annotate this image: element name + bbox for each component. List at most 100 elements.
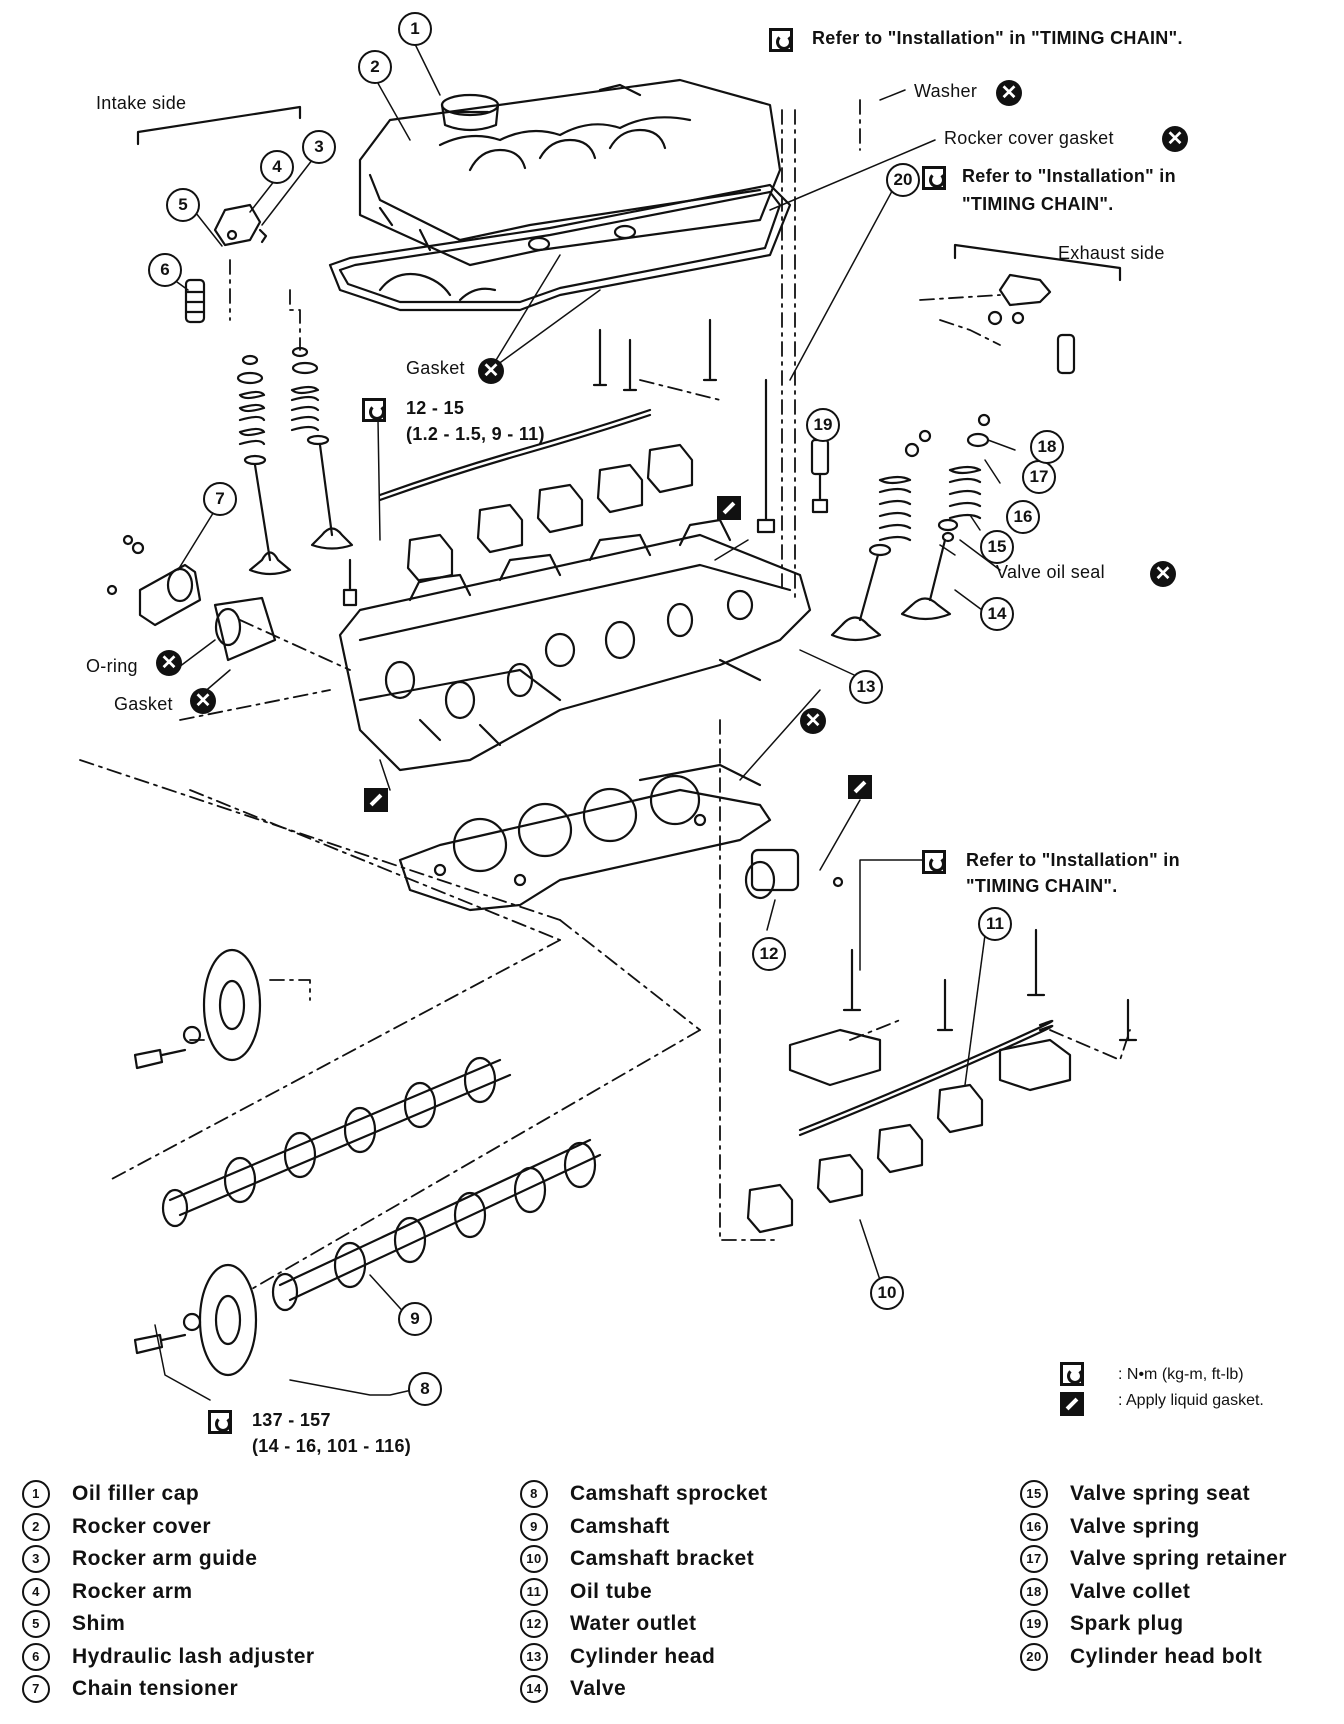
key-torque-unit: : N•m (kg-m, ft-lb) [1118, 1366, 1244, 1383]
legend-number: 3 [22, 1545, 50, 1574]
washer-label: Washer [914, 81, 978, 101]
camshaft-brackets-bottom [746, 1028, 1072, 1234]
legend-text: Shim [72, 1612, 126, 1635]
intake-rocker-arm [213, 203, 268, 247]
legend-item: 18 Valve collet [1020, 1576, 1287, 1609]
valve-oil-seal-label: Valve oil seal [996, 562, 1105, 582]
callout-12: 12 [752, 937, 786, 971]
key-liquid-gasket: : Apply liquid gasket. [1118, 1392, 1264, 1409]
legend-item: 20 Cylinder head bolt [1020, 1641, 1287, 1674]
tensioner-gasket [213, 596, 277, 662]
torque-icon-top [769, 28, 793, 52]
legend-text: Valve spring retainer [1070, 1547, 1288, 1570]
callout-4: 4 [260, 150, 294, 184]
legend-text: Valve spring seat [1070, 1482, 1251, 1505]
callout-11: 11 [978, 907, 1012, 941]
legend-number: 8 [520, 1480, 548, 1509]
legend-text: Rocker arm [72, 1579, 193, 1603]
intake-lash-adjuster [184, 278, 206, 324]
legend-number: 11 [520, 1577, 548, 1606]
legend-item: 3 Rocker arm guide [22, 1543, 315, 1576]
torque-12-15-line1: 12 - 15 [406, 398, 465, 418]
legend-text: Camshaft [570, 1514, 670, 1538]
callout-14: 14 [980, 597, 1014, 631]
valve-oil-seal-discard-icon: ✕ [1150, 561, 1176, 587]
head-gasket-discard-icon: ✕ [800, 708, 826, 734]
oil-tube-top [378, 408, 652, 497]
gasket-left-label: Gasket [114, 694, 173, 714]
legend-text: Cylinder head bolt [1070, 1644, 1263, 1668]
refer-20-line1: Refer to "Installation" in [962, 166, 1176, 186]
legend-item: 12 Water outlet [520, 1608, 768, 1641]
legend-text: Camshaft bracket [570, 1547, 755, 1570]
callout-6: 6 [148, 253, 182, 287]
legend-text: Valve collet [1070, 1579, 1191, 1603]
legend-text: Chain tensioner [72, 1677, 239, 1700]
callout-3: 3 [302, 130, 336, 164]
callout-13: 13 [849, 670, 883, 704]
legend-text: Camshaft sprocket [570, 1482, 768, 1505]
legend-number: 18 [1020, 1577, 1048, 1606]
cylinder-head-gasket [398, 763, 772, 912]
legend-text: Cylinder head [570, 1644, 716, 1668]
callout-15: 15 [980, 530, 1014, 564]
refer-20-line2: "TIMING CHAIN". [962, 194, 1114, 214]
intake-valve-train-1 [236, 354, 292, 576]
torque-icon-12-15 [362, 398, 386, 422]
legend-number: 14 [520, 1675, 548, 1704]
exhaust-side-label: Exhaust side [1058, 243, 1165, 263]
legend-item: 4 Rocker arm [22, 1576, 315, 1609]
legend-number: 19 [1020, 1610, 1048, 1639]
rocker-cover [358, 78, 782, 267]
legend-text: Rocker arm guide [72, 1547, 258, 1570]
exhaust-valve-train-2 [900, 413, 991, 621]
legend-text: Hydraulic lash adjuster [72, 1644, 315, 1668]
callout-10: 10 [870, 1276, 904, 1310]
legend-text: Valve [570, 1677, 627, 1700]
callout-16: 16 [1006, 500, 1040, 534]
legend-text: Water outlet [570, 1612, 697, 1635]
callout-17: 17 [1022, 460, 1056, 494]
spark-plug-left [342, 558, 358, 607]
spark-plug-19 [810, 438, 830, 514]
legend-text: Spark plug [1070, 1612, 1184, 1635]
washer-discard-icon: ✕ [996, 80, 1022, 106]
exhaust-bracket [953, 243, 1122, 282]
gasket-top-discard-icon: ✕ [478, 358, 504, 384]
torque-137-157-line1: 137 - 157 [252, 1410, 331, 1430]
refer-timing-chain-top: Refer to "Installation" in "TIMING CHAIN… [812, 28, 1183, 48]
callout-2: 2 [358, 50, 392, 84]
intake-valve-train-2 [290, 346, 354, 550]
legend-item: 13 Cylinder head [520, 1641, 768, 1674]
oil-tube-bottom [798, 1019, 1054, 1137]
rocker-cover-gasket [328, 183, 792, 312]
exhaust-rocker-arm [987, 273, 1076, 375]
legend-number: 13 [520, 1642, 548, 1671]
camshaft-intake [161, 1056, 512, 1228]
torque-icon-137-157 [208, 1410, 232, 1434]
callout-20: 20 [886, 163, 920, 197]
gasket-top-label: Gasket [406, 358, 465, 378]
legend-number: 20 [1020, 1642, 1048, 1671]
legend-number: 12 [520, 1610, 548, 1639]
legend-number: 15 [1020, 1480, 1048, 1509]
sprocket-bolts [133, 1025, 202, 1355]
torque-icon-bottom [922, 850, 946, 874]
legend-number: 4 [22, 1577, 50, 1606]
liquid-gasket-icon-1 [717, 496, 741, 520]
legend-item: 8 Camshaft sprocket [520, 1478, 768, 1511]
callout-19: 19 [806, 408, 840, 442]
o-ring-label: O-ring [86, 656, 138, 676]
torque-137-157-line2: (14 - 16, 101 - 116) [252, 1436, 412, 1456]
